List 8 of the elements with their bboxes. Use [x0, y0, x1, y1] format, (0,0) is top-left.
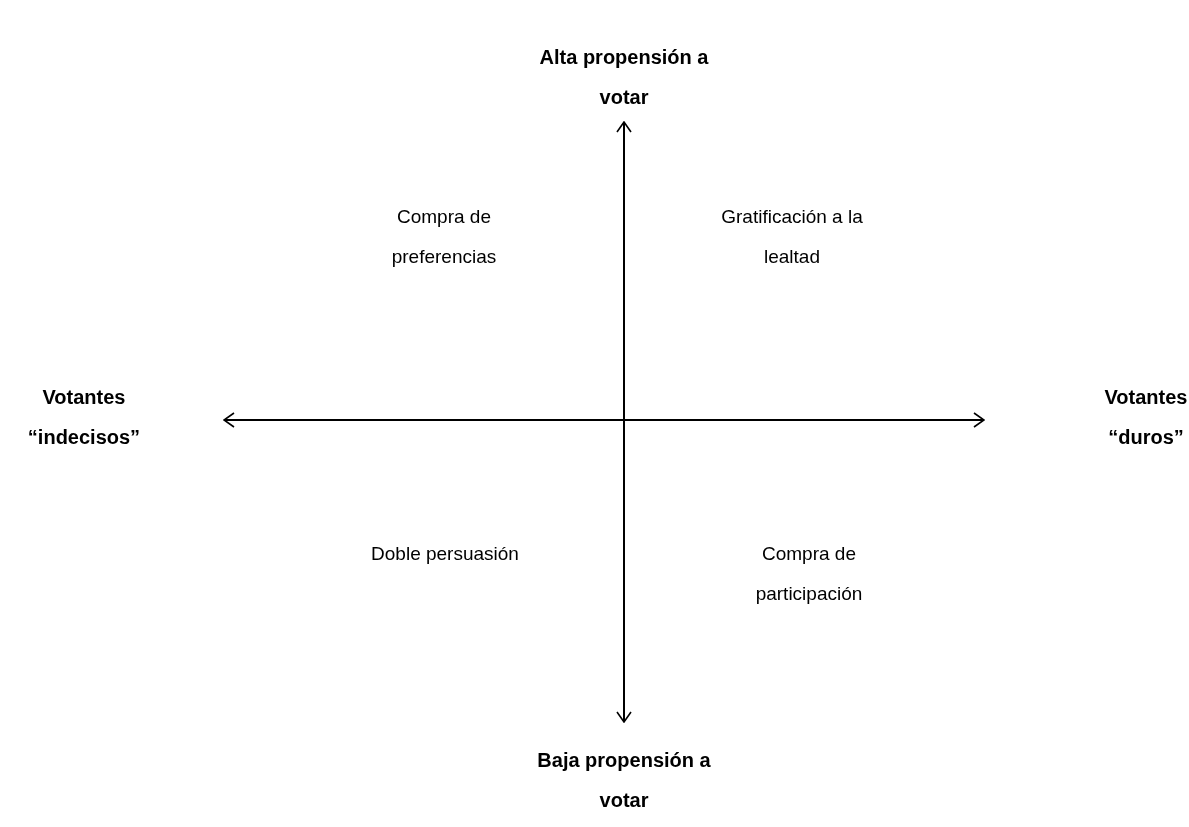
axis-label: Votantes “indecisos” — [26, 385, 142, 450]
quadrant-label: Gratificación a la lealtad — [720, 205, 864, 269]
axis-label: Votantes “duros” — [1103, 385, 1189, 450]
axis-label: Baja propensión a votar — [536, 748, 712, 813]
quadrant-label: Compra de participación — [754, 542, 864, 606]
quadrant-label: Compra de preferencias — [390, 205, 498, 269]
axis-label: Alta propensión a votar — [538, 45, 710, 110]
quadrant-label: Doble persuasión — [370, 542, 520, 566]
